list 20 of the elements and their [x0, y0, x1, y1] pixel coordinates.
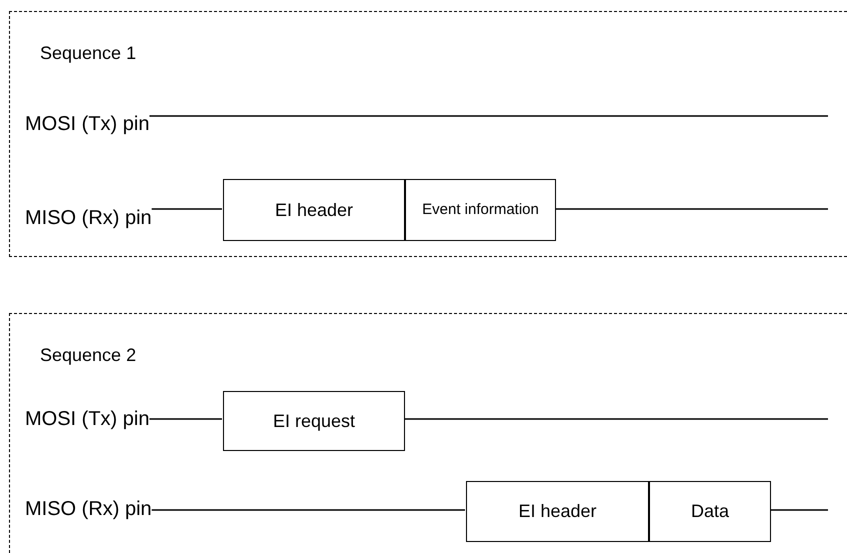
panel-heading: Sequence 1 [40, 42, 136, 65]
signal-line [555, 208, 828, 210]
frame-box: EI header [466, 481, 649, 542]
pin-label: MOSI (Tx) pin [25, 408, 150, 431]
signal-line [149, 418, 222, 420]
frame-box: Data [649, 481, 771, 542]
sequence-panel [9, 11, 847, 257]
signal-line [152, 509, 465, 511]
frame-box: EI header [223, 179, 405, 241]
frame-box: EI request [223, 391, 405, 451]
signal-line [404, 418, 828, 420]
signal-line [770, 509, 828, 511]
pin-label: MISO (Rx) pin [25, 207, 152, 230]
frame-box: Event information [405, 179, 556, 241]
pin-label: MISO (Rx) pin [25, 498, 152, 521]
pin-label: MOSI (Tx) pin [25, 113, 150, 136]
sequence-panel [9, 313, 847, 553]
signal-line [149, 115, 828, 117]
panel-heading: Sequence 2 [40, 344, 136, 367]
signal-line [152, 208, 222, 210]
